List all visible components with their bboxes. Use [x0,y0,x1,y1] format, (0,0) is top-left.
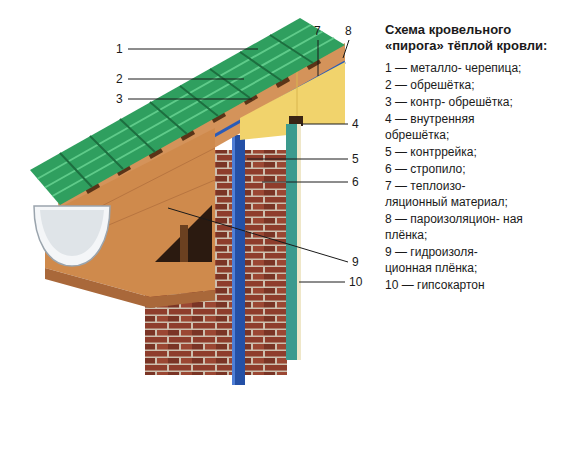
leader-line [343,40,349,58]
tile-wave [38,25,312,179]
part-description: 5 — контррейка; [385,144,525,160]
leader-line [128,99,252,100]
callout-number: 6 [352,175,359,189]
tile-wave [53,38,335,196]
callout-number: 1 [116,42,123,56]
insulation-edge [297,70,298,124]
part-description: 9 — гидроизоля- ционная плёнка; [385,244,525,276]
membrane-band [232,135,245,385]
part-description: 6 — стропило; [385,161,525,177]
soffit-underside [45,268,215,308]
leader-line [301,124,348,125]
tile-wave [45,32,323,188]
callout-number: 7 [314,24,321,38]
callout-number: 8 [345,24,352,38]
leader-line [318,40,319,76]
callout-number: 3 [116,92,123,106]
soffit-opening [155,205,212,262]
part-description: 3 — контр- обрешётка; [385,94,525,110]
part-description: 7 — теплоизо- ляционный материал; [385,178,525,210]
callout-number: 10 [349,275,362,289]
part-description: 1 — металло- черепица; [385,60,525,76]
gutter [34,206,110,266]
diagram-title: Схема кровельного «пирога» тёплой кровли… [385,22,550,54]
leader-line [128,49,258,50]
legend-column: Схема кровельного «пирога» тёплой кровли… [385,22,555,294]
callout-number: 4 [352,117,359,131]
leader-line [262,182,348,183]
metal-tile [30,18,345,205]
leader-line [128,79,244,80]
callout-number: 5 [352,152,359,166]
gutter-inner [40,210,104,256]
tile-step [150,102,187,134]
tile-step [60,153,92,187]
callout-number: 9 [352,255,359,269]
leader-line [247,159,348,160]
tile-step [270,35,313,63]
leader-line [299,282,345,283]
part-description: 4 — внутренняя обрешётка; [385,111,525,143]
membrane-highlight [232,135,235,385]
part-description: 2 — обрешётка; [385,77,525,93]
part-description: 10 — гипсокартон [385,277,525,293]
tile-step [210,69,250,98]
leader-line [168,208,348,262]
tile-step [120,119,155,152]
leader-lines [128,40,349,282]
part-description: 8 — пароизоляцион- ная плёнка; [385,211,525,243]
tile-step [240,52,282,81]
rafter-end [180,225,188,262]
tile-step [180,86,218,116]
callout-number: 2 [116,72,123,86]
tile-step [90,136,123,169]
